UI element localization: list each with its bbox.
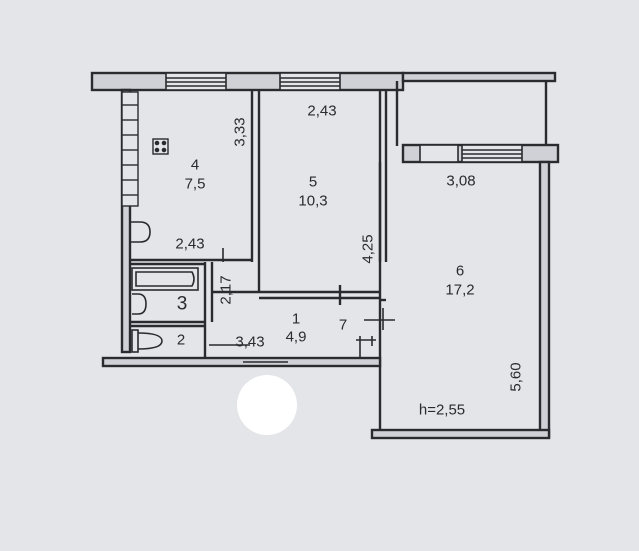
room-4-number: 4 bbox=[190, 156, 200, 174]
room5-width-label: 2,43 bbox=[307, 102, 337, 120]
ceiling-height-label: h=2,55 bbox=[418, 401, 466, 419]
top-wall-right bbox=[401, 71, 557, 83]
room-5-number: 5 bbox=[308, 173, 318, 191]
toilet bbox=[131, 329, 163, 353]
bathtub bbox=[131, 267, 199, 291]
top-wall bbox=[90, 71, 405, 92]
bathroom-sink bbox=[132, 293, 147, 315]
room-3-number: 3 bbox=[176, 293, 188, 315]
bath-length-label: 2,17 bbox=[217, 275, 235, 305]
kitchen-counter bbox=[121, 91, 139, 207]
room-6-area: 17,2 bbox=[445, 281, 475, 299]
room6-right-wall bbox=[538, 160, 551, 439]
room6-depth-label: 5,60 bbox=[507, 362, 525, 392]
left-wall bbox=[120, 88, 132, 354]
stove bbox=[152, 138, 169, 155]
white-marker bbox=[237, 375, 297, 435]
room-1-number: 1 bbox=[291, 310, 301, 328]
kitchen-depth-label: 3,33 bbox=[231, 117, 249, 147]
room6-width-label: 3,08 bbox=[446, 172, 476, 190]
balcony-door bbox=[419, 144, 523, 163]
room5-depth-label: 4,25 bbox=[359, 234, 377, 264]
kitchen-sink bbox=[130, 221, 151, 243]
room-1-area: 4,9 bbox=[285, 328, 307, 346]
room-7-number: 7 bbox=[338, 316, 348, 334]
room-6-number: 6 bbox=[455, 262, 465, 280]
room6-bottom-wall bbox=[370, 428, 551, 440]
room5-window bbox=[279, 72, 341, 91]
room-5-area: 10,3 bbox=[298, 192, 328, 210]
room-2-number: 2 bbox=[176, 331, 186, 349]
room-4-area: 7,5 bbox=[184, 175, 206, 193]
kitchen-width-label: 2,43 bbox=[175, 235, 205, 253]
bottom-wall bbox=[101, 356, 382, 368]
kitchen-window bbox=[165, 72, 227, 91]
hall-length-label: 3,43 bbox=[235, 333, 265, 351]
